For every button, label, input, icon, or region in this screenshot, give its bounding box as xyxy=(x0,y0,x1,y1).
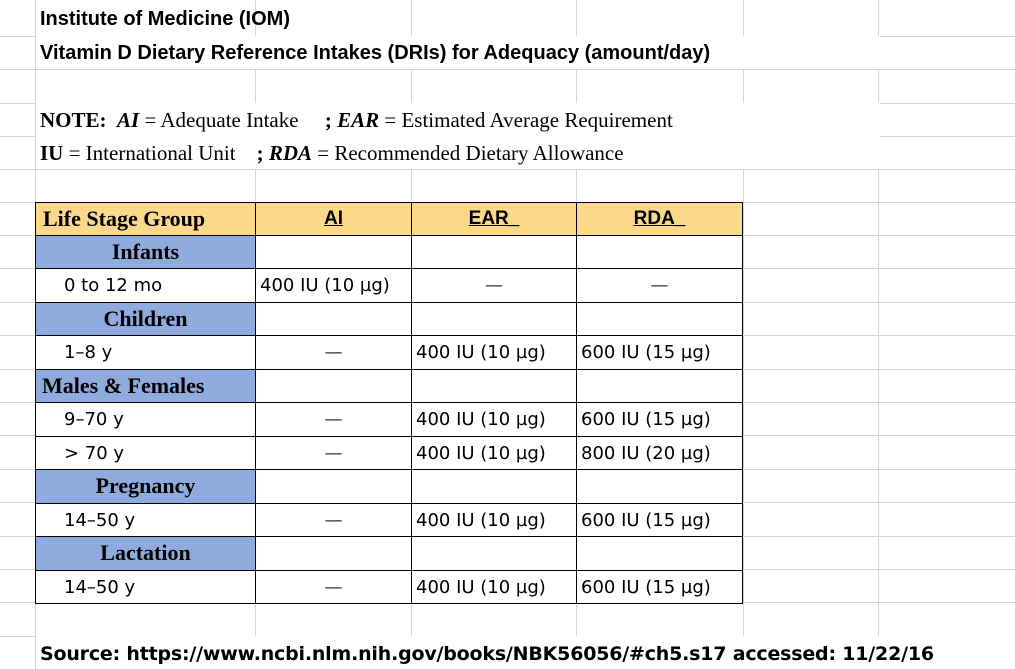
column-header-life-stage: Life Stage Group xyxy=(35,202,256,236)
ai-value-cell: — xyxy=(255,402,412,437)
empty-cell xyxy=(576,369,743,403)
group-label-cell: Children xyxy=(35,302,256,336)
ear-value-cell: 400 IU (10 µg) xyxy=(411,335,577,370)
sheet-subtitle: Vitamin D Dietary Reference Intakes (DRI… xyxy=(40,42,711,64)
title-merge-block xyxy=(36,36,880,69)
group-label-cell: Infants xyxy=(35,235,256,269)
source-citation: Source: https://www.ncbi.nlm.nih.gov/boo… xyxy=(40,643,934,665)
notes-merge-block xyxy=(36,103,880,169)
ai-value-cell: — xyxy=(255,436,412,470)
ear-value-cell: 400 IU (10 µg) xyxy=(411,402,577,437)
rda-abbr: RDA xyxy=(268,141,312,165)
empty-cell xyxy=(411,302,577,336)
note-separator: ; xyxy=(256,141,264,165)
age-range-cell: 0 to 12 mo xyxy=(35,268,256,303)
iu-abbr: IU xyxy=(40,141,64,165)
empty-cell xyxy=(411,369,577,403)
ai-abbr: AI xyxy=(117,108,140,132)
column-header-ear: EAR_ xyxy=(411,202,577,236)
rda-value-cell: 600 IU (15 µg) xyxy=(576,335,743,370)
iu-definition: = International Unit xyxy=(68,141,236,165)
ear-abbr: EAR xyxy=(337,108,380,132)
age-range-cell: 14–50 y xyxy=(35,570,256,604)
sheet-title: Institute of Medicine (IOM) xyxy=(40,8,290,30)
rda-definition: = Recommended Dietary Allowance xyxy=(317,141,624,165)
age-range-cell: > 70 y xyxy=(35,436,256,470)
ear-definition: = Estimated Average Requirement xyxy=(384,108,673,132)
rda-value-cell: 600 IU (15 µg) xyxy=(576,402,743,437)
empty-cell xyxy=(411,469,577,504)
ai-value-cell: — xyxy=(255,503,412,537)
note-line-2: IU = International Unit ; RDA = Recommen… xyxy=(40,139,624,167)
group-label-cell: Males & Females xyxy=(35,369,256,403)
rda-value-cell: 600 IU (15 µg) xyxy=(576,570,743,604)
note-separator: ; xyxy=(324,108,332,132)
empty-cell xyxy=(255,369,412,403)
rda-value-cell: 600 IU (15 µg) xyxy=(576,503,743,537)
ear-value-cell: 400 IU (10 µg) xyxy=(411,570,577,604)
empty-cell xyxy=(576,536,743,571)
gridline-vertical xyxy=(743,0,744,669)
gridline-horizontal xyxy=(0,69,1015,70)
empty-cell xyxy=(255,235,412,269)
empty-cell xyxy=(255,469,412,504)
group-label-cell: Pregnancy xyxy=(35,469,256,504)
column-header-ai: AI xyxy=(255,202,412,236)
ear-value-cell: — xyxy=(411,268,577,303)
empty-cell xyxy=(576,469,743,504)
ear-value-cell: 400 IU (10 µg) xyxy=(411,436,577,470)
rda-value-cell: 800 IU (20 µg) xyxy=(576,436,743,470)
rda-value-cell: — xyxy=(576,268,743,303)
empty-cell xyxy=(255,536,412,571)
age-range-cell: 14–50 y xyxy=(35,503,256,537)
empty-cell xyxy=(411,235,577,269)
age-range-cell: 1–8 y xyxy=(35,335,256,370)
empty-cell xyxy=(576,235,743,269)
age-range-cell: 9–70 y xyxy=(35,402,256,437)
ai-value-cell: 400 IU (10 µg) xyxy=(255,268,412,303)
gridline-vertical xyxy=(878,0,879,669)
column-header-rda: RDA_ xyxy=(576,202,743,236)
ai-value-cell: — xyxy=(255,335,412,370)
empty-cell xyxy=(255,302,412,336)
ai-value-cell: — xyxy=(255,570,412,604)
ear-value-cell: 400 IU (10 µg) xyxy=(411,503,577,537)
group-label-cell: Lactation xyxy=(35,536,256,571)
ai-definition: = Adequate Intake xyxy=(144,108,299,132)
empty-cell xyxy=(411,536,577,571)
empty-cell xyxy=(576,302,743,336)
note-line-1: NOTE: AI = Adequate Intake ; EAR = Estim… xyxy=(40,106,673,134)
source-merge-block xyxy=(36,636,1015,669)
note-label: NOTE: xyxy=(40,108,107,132)
gridline-horizontal xyxy=(0,169,1015,170)
